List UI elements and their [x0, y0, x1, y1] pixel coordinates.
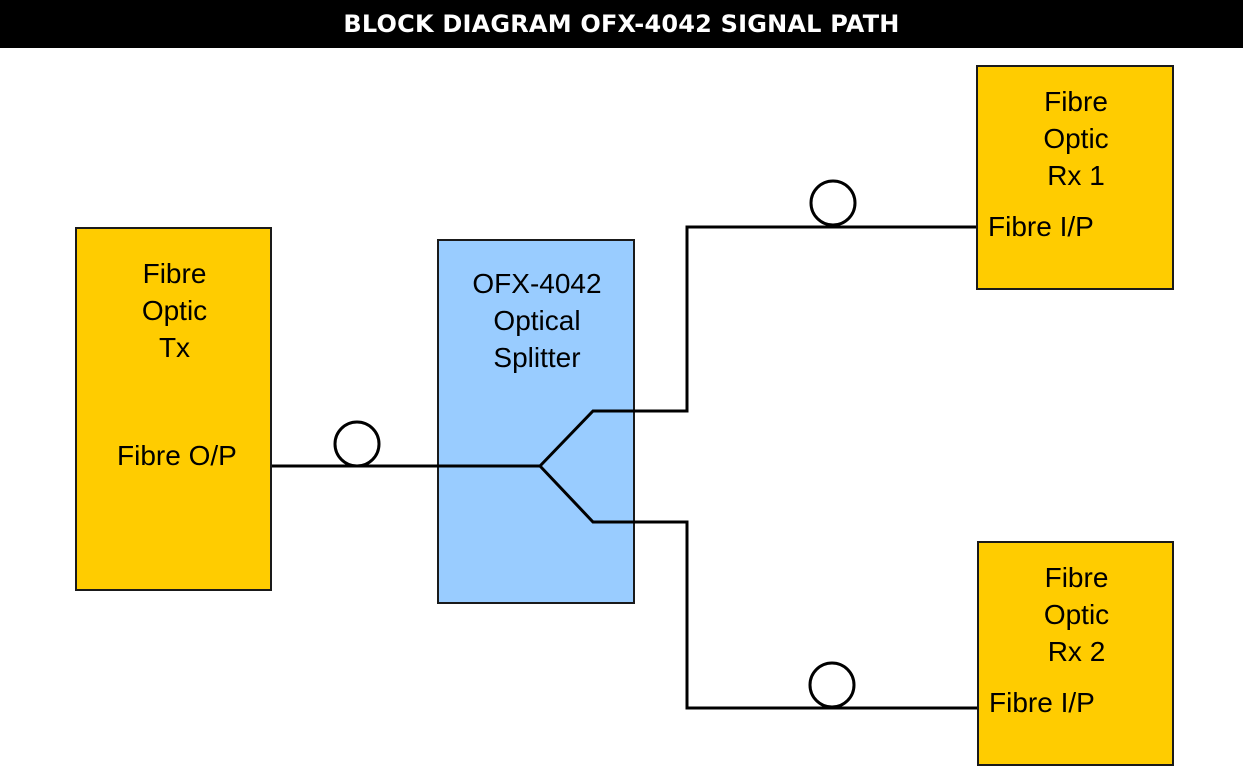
rx1-block-label: Fibre Optic Rx 1	[978, 83, 1174, 194]
rx1-label-line: Optic	[1043, 123, 1109, 154]
rx2-label-line: Optic	[1043, 599, 1110, 630]
splitter-block-label: OFX-4042 Optical Splitter	[439, 265, 635, 376]
splitter-label-line: Optical	[493, 305, 581, 336]
rx2-input-port-label: Fibre I/P	[989, 687, 1095, 718]
fibre-optic-rx1-block: Fibre Optic Rx 1 Fibre I/P	[976, 65, 1174, 290]
tx-label-line: Optic	[141, 295, 208, 326]
tx-label-line: Tx	[158, 332, 191, 363]
optical-splitter-block: OFX-4042 Optical Splitter	[437, 239, 635, 604]
tx-block-label: Fibre Optic Tx	[77, 255, 272, 366]
fibre-loop-icon	[808, 661, 856, 709]
fibre-optic-rx2-block: Fibre Optic Rx 2 Fibre I/P	[977, 541, 1174, 766]
rx2-label-line: Fibre	[1044, 562, 1109, 593]
tx-output-port-label: Fibre O/P	[117, 440, 237, 471]
splitter-label-line: Splitter	[493, 342, 581, 373]
rx1-label-line: Rx 1	[1047, 160, 1105, 191]
diagram-title: BLOCK DIAGRAM OFX-4042 SIGNAL PATH	[0, 0, 1243, 48]
rx1-label-line: Fibre	[1044, 86, 1108, 117]
fibre-optic-tx-block: Fibre Optic Tx Fibre O/P	[75, 227, 272, 591]
fibre-loop-icon	[333, 420, 381, 468]
rx2-label-line: Rx 2	[1047, 636, 1106, 667]
splitter-label-line: OFX-4042	[472, 268, 602, 299]
rx1-input-port-label: Fibre I/P	[988, 211, 1094, 242]
fibre-loop-icon	[809, 179, 857, 227]
rx2-block-label: Fibre Optic Rx 2	[979, 559, 1174, 670]
tx-label-line: Fibre	[142, 258, 207, 289]
